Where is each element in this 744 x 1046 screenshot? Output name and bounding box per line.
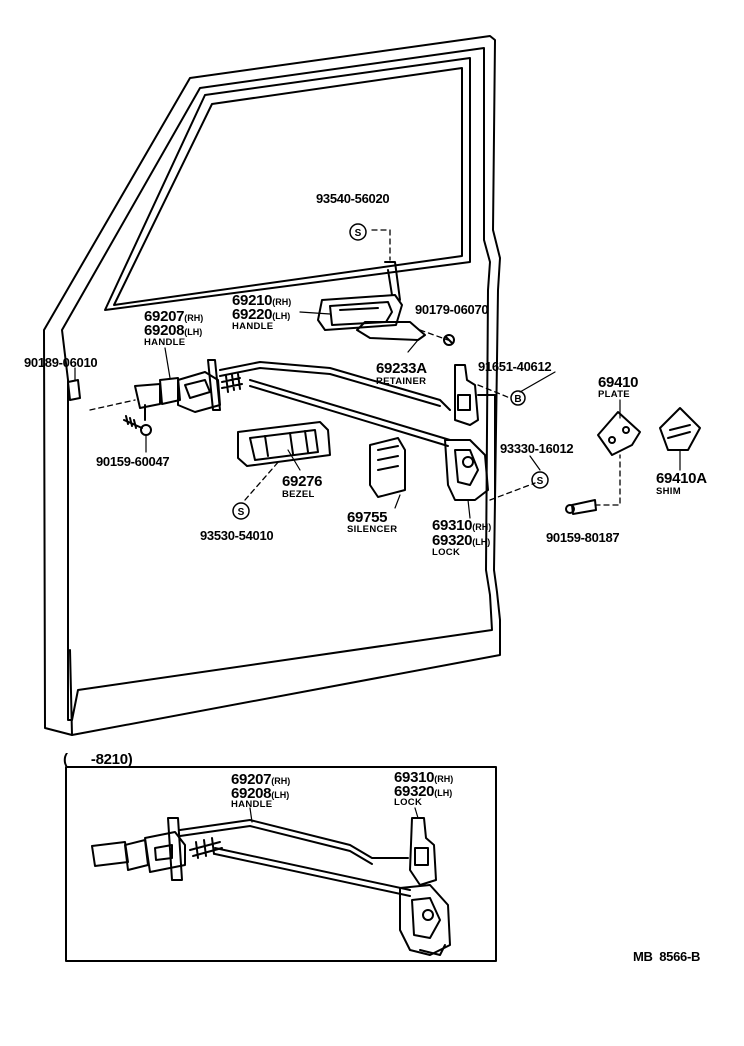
outer-handle-69207 — [134, 359, 243, 421]
label-handle-upper: HANDLE — [232, 321, 274, 332]
label-69207: 69207 (RH) — [144, 309, 203, 324]
s-circle-93540 — [349, 223, 367, 241]
door-panel-outline — [43, 35, 501, 736]
silencer-69755 — [369, 437, 406, 498]
inset-label-69310-number: 69310 — [394, 769, 435, 786]
inset-rod-lower-2 — [214, 853, 411, 897]
inset-label-69310: 69310 (RH) — [394, 770, 453, 785]
label-69220-number: 69220 — [232, 306, 273, 323]
inset-label-69320-number: 69320 — [394, 783, 435, 800]
label-90179-06070: 90179-06070 — [415, 302, 489, 317]
inset-lock-assembly — [399, 817, 451, 956]
bezel-69276 — [237, 421, 331, 467]
label-69210: 69210 (RH) — [232, 293, 291, 308]
label-93540-56020: 93540-56020 — [316, 191, 390, 206]
s-letter-1: S — [355, 228, 362, 239]
label-69320-suffix: (LH) — [472, 537, 491, 547]
inset-label-69207: 69207 (RH) — [231, 772, 290, 787]
label-69310-suffix: (RH) — [472, 522, 492, 532]
screw-90159-60047 — [123, 415, 143, 429]
label-69233a: 69233A — [376, 360, 427, 377]
inset-handle-assembly — [91, 817, 223, 881]
label-plate: PLATE — [598, 389, 630, 400]
label-69208-number: 69208 — [144, 322, 185, 339]
label-93330-16012: 93330-16012 — [500, 441, 574, 456]
lock-rod-upper — [219, 361, 451, 411]
lock-rod-lower-2 — [249, 385, 449, 447]
label-69220: 69220 (LH) — [232, 307, 290, 322]
screw-90159-80187 — [571, 499, 597, 515]
s-letter-2: S — [238, 507, 245, 518]
label-handle-left: HANDLE — [144, 337, 186, 348]
inset-label-69207-number: 69207 — [231, 771, 272, 788]
inset-title: ( -8210) — [63, 751, 133, 768]
inset-label-69310-suffix: (RH) — [434, 774, 454, 784]
label-bezel: BEZEL — [282, 489, 315, 500]
label-69320: 69320 (LH) — [432, 533, 490, 548]
window-frame-inner — [113, 67, 463, 306]
footer-drawing-code: MB 8566-B — [633, 949, 701, 964]
retainer-69233a — [356, 321, 426, 341]
label-93530-54010: 93530-54010 — [200, 528, 274, 543]
grommet-90179 — [443, 334, 455, 346]
label-lock: LOCK — [432, 547, 461, 558]
b-circle-91651 — [510, 390, 526, 406]
label-69410: 69410 — [598, 374, 639, 391]
label-shim: SHIM — [656, 486, 681, 497]
label-69276: 69276 — [282, 473, 323, 490]
label-69208-suffix: (LH) — [184, 327, 203, 337]
door-lock-69310 — [444, 364, 496, 501]
inset-rod-upper — [179, 819, 409, 859]
lock-rod-lower — [249, 379, 451, 441]
inner-handle-69210 — [317, 261, 403, 331]
inset-label-69320-suffix: (LH) — [434, 788, 453, 798]
inset-frame — [65, 766, 497, 962]
label-90159-80187: 90159-80187 — [546, 530, 620, 545]
label-69310: 69310 (RH) — [432, 518, 491, 533]
inset-label-69208: 69208 (LH) — [231, 786, 289, 801]
s-circle-93330 — [531, 471, 549, 489]
door-panel-inner-edge — [61, 47, 493, 721]
clip-90189 — [67, 379, 81, 401]
label-69220-suffix: (LH) — [272, 311, 291, 321]
label-69207-suffix: (RH) — [184, 313, 204, 323]
label-91651-40612: 91651-40612 — [478, 359, 552, 374]
label-silencer: SILENCER — [347, 524, 398, 535]
label-69310-number: 69310 — [432, 517, 473, 534]
lock-rod-upper-2 — [219, 367, 441, 407]
striker-plate-69410 — [597, 411, 641, 456]
inset-rod-upper-2 — [179, 825, 373, 865]
label-69755: 69755 — [347, 509, 388, 526]
b-letter: B — [514, 394, 521, 405]
s-letter-3: S — [537, 476, 544, 487]
shim-69410a — [659, 407, 701, 451]
inset-label-69320: 69320 (LH) — [394, 784, 452, 799]
inset-label-69208-suffix: (LH) — [271, 790, 290, 800]
s-circle-93530 — [232, 502, 250, 520]
label-69208: 69208 (LH) — [144, 323, 202, 338]
label-69207-number: 69207 — [144, 308, 185, 325]
label-retainer: RETAINER — [376, 376, 427, 387]
inset-label-69208-number: 69208 — [231, 785, 272, 802]
door-panel-bottom-edge — [69, 649, 73, 736]
inset-label-lock: LOCK — [394, 797, 423, 808]
label-90189-06010: 90189-06010 — [24, 355, 98, 370]
inset-rod-lower — [214, 847, 411, 891]
label-69410a: 69410A — [656, 470, 707, 487]
window-frame-outer — [104, 57, 471, 311]
label-69210-suffix: (RH) — [272, 297, 292, 307]
inset-label-handle: HANDLE — [231, 799, 273, 810]
label-90159-60047: 90159-60047 — [96, 454, 170, 469]
label-69320-number: 69320 — [432, 532, 473, 549]
inset-label-69207-suffix: (RH) — [271, 776, 291, 786]
label-69210-number: 69210 — [232, 292, 273, 309]
